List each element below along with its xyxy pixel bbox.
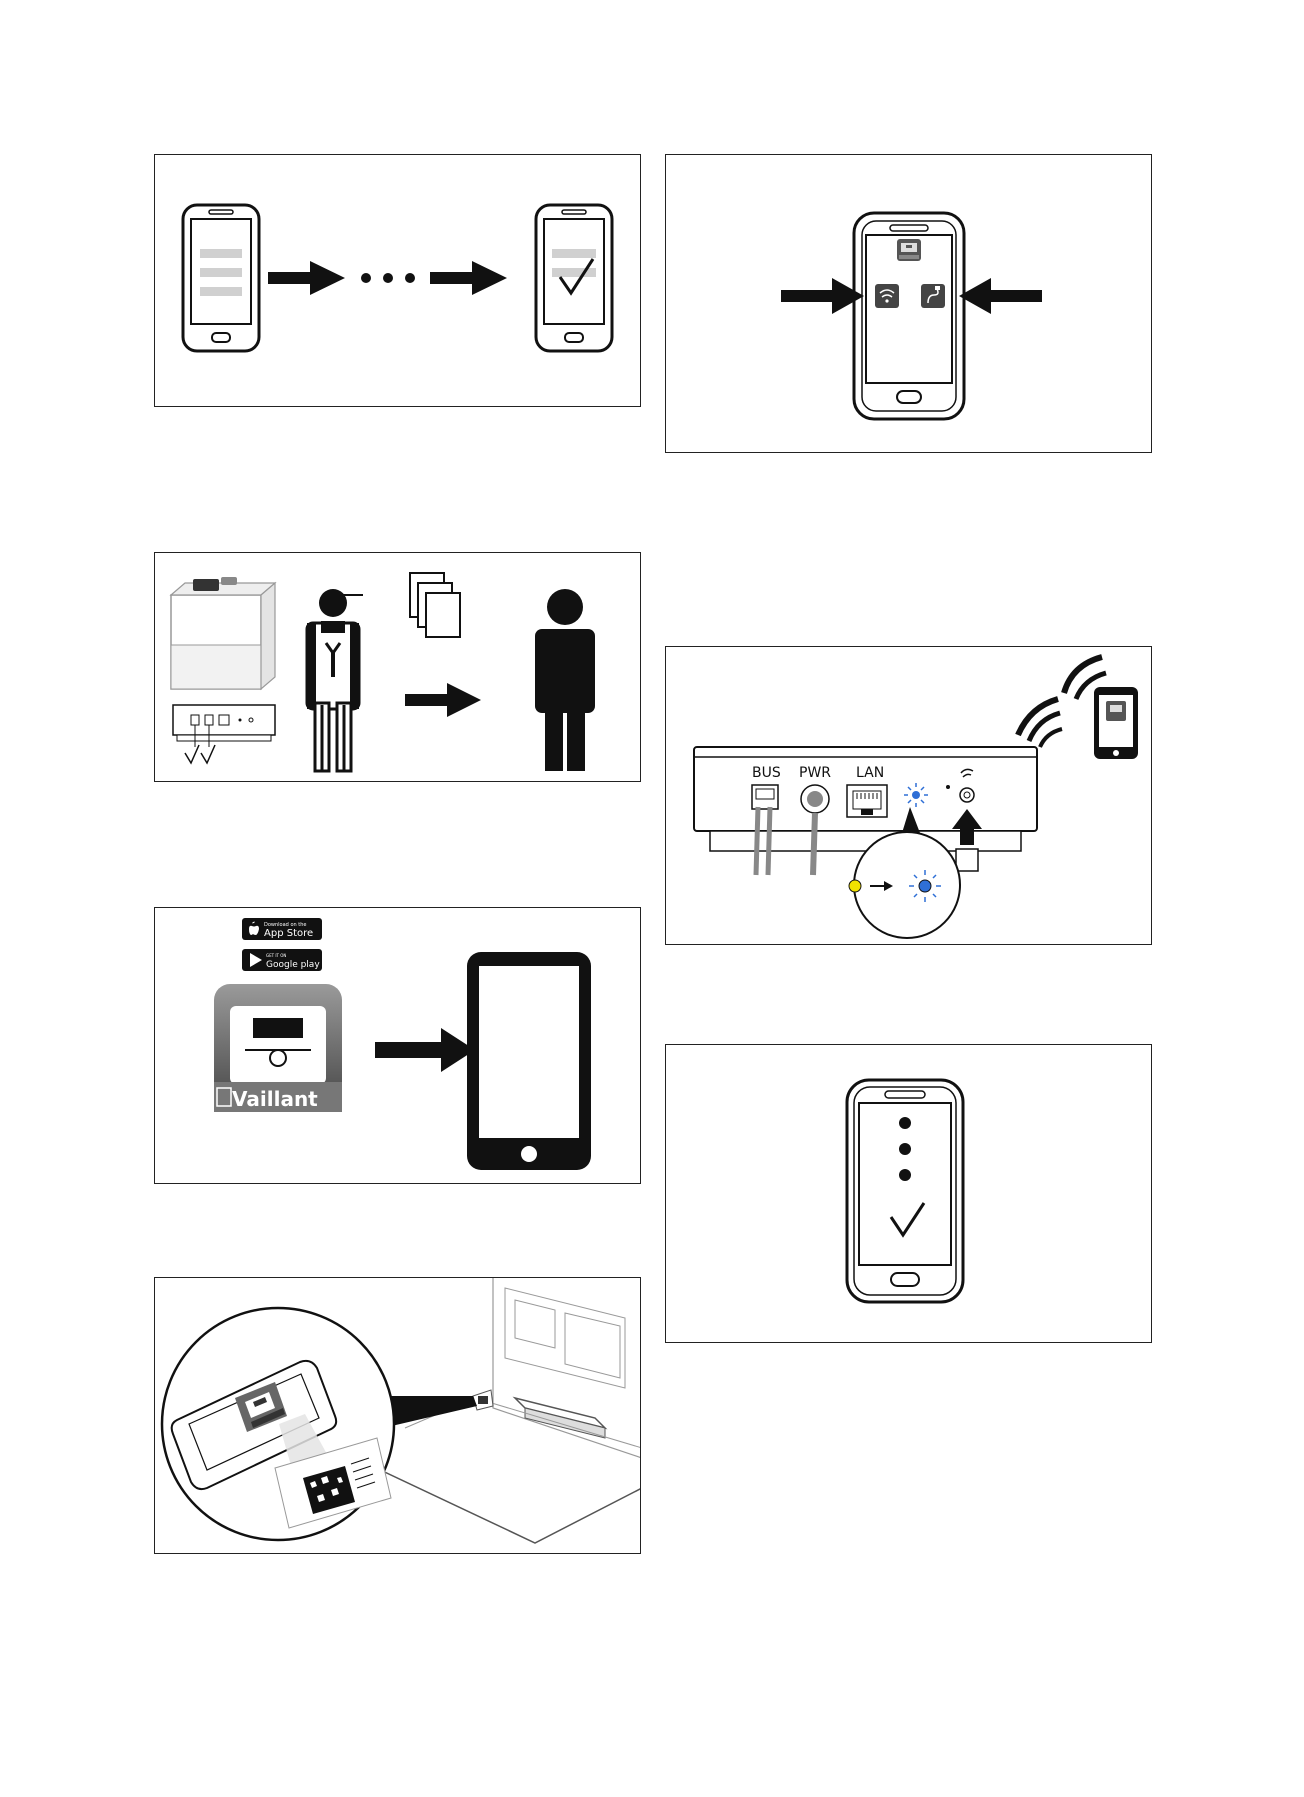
google-play-small-text: GET IT ON [266,953,286,958]
vaillant-app-icon: Vaillant [214,984,342,1112]
phone-icon [1094,687,1138,759]
bus-label: BUS [752,765,781,781]
user-person-icon [535,589,595,771]
arrow-right-icon [268,261,345,295]
arrow-pointing-wifi-icon [781,278,864,314]
app-store-main-text: App Store [264,928,313,939]
arrow-right-icon [430,261,507,295]
panel-app-download: Download on the App Store GET IT ON Goog… [154,907,641,1184]
arrow-right-icon [405,683,481,717]
wifi-signal-icon [1018,657,1106,747]
panel-qr-scan [154,1277,641,1554]
panel-connection-choice [665,154,1152,453]
google-play-main-text: Google play [266,960,320,970]
arrow-pointing-plug-icon [959,278,1042,314]
panel-router-pairing: BUS PWR LAN [665,646,1152,945]
vaillant-brand-text: Vaillant [232,1087,318,1111]
phone-start-icon [183,205,259,351]
arrow-right-icon [375,1028,475,1072]
app-mini-icon [897,239,921,261]
progress-dots-icon [899,1117,911,1181]
wifi-button-icon [875,284,899,308]
google-play-badge[interactable]: GET IT ON Google play [242,949,322,971]
plug-button-icon [921,284,945,308]
checkmark-icon [185,745,215,763]
lan-label: LAN [856,765,884,781]
ellipsis-icon [361,273,415,283]
app-store-badge[interactable]: Download on the App Store [242,918,322,940]
boiler-icon [171,577,275,689]
panel-setup-progress [154,154,641,407]
panel-installer-handover [154,552,641,782]
pwr-label: PWR [799,765,831,781]
checkmark-icon [891,1203,924,1235]
installer-person-icon [307,589,363,771]
phone-complete-icon [536,205,612,351]
panel-setup-complete [665,1044,1152,1343]
documents-icon [410,573,460,637]
smartphone-icon [467,952,591,1170]
gateway-device-icon [173,705,275,747]
phone-icon [847,1080,963,1302]
